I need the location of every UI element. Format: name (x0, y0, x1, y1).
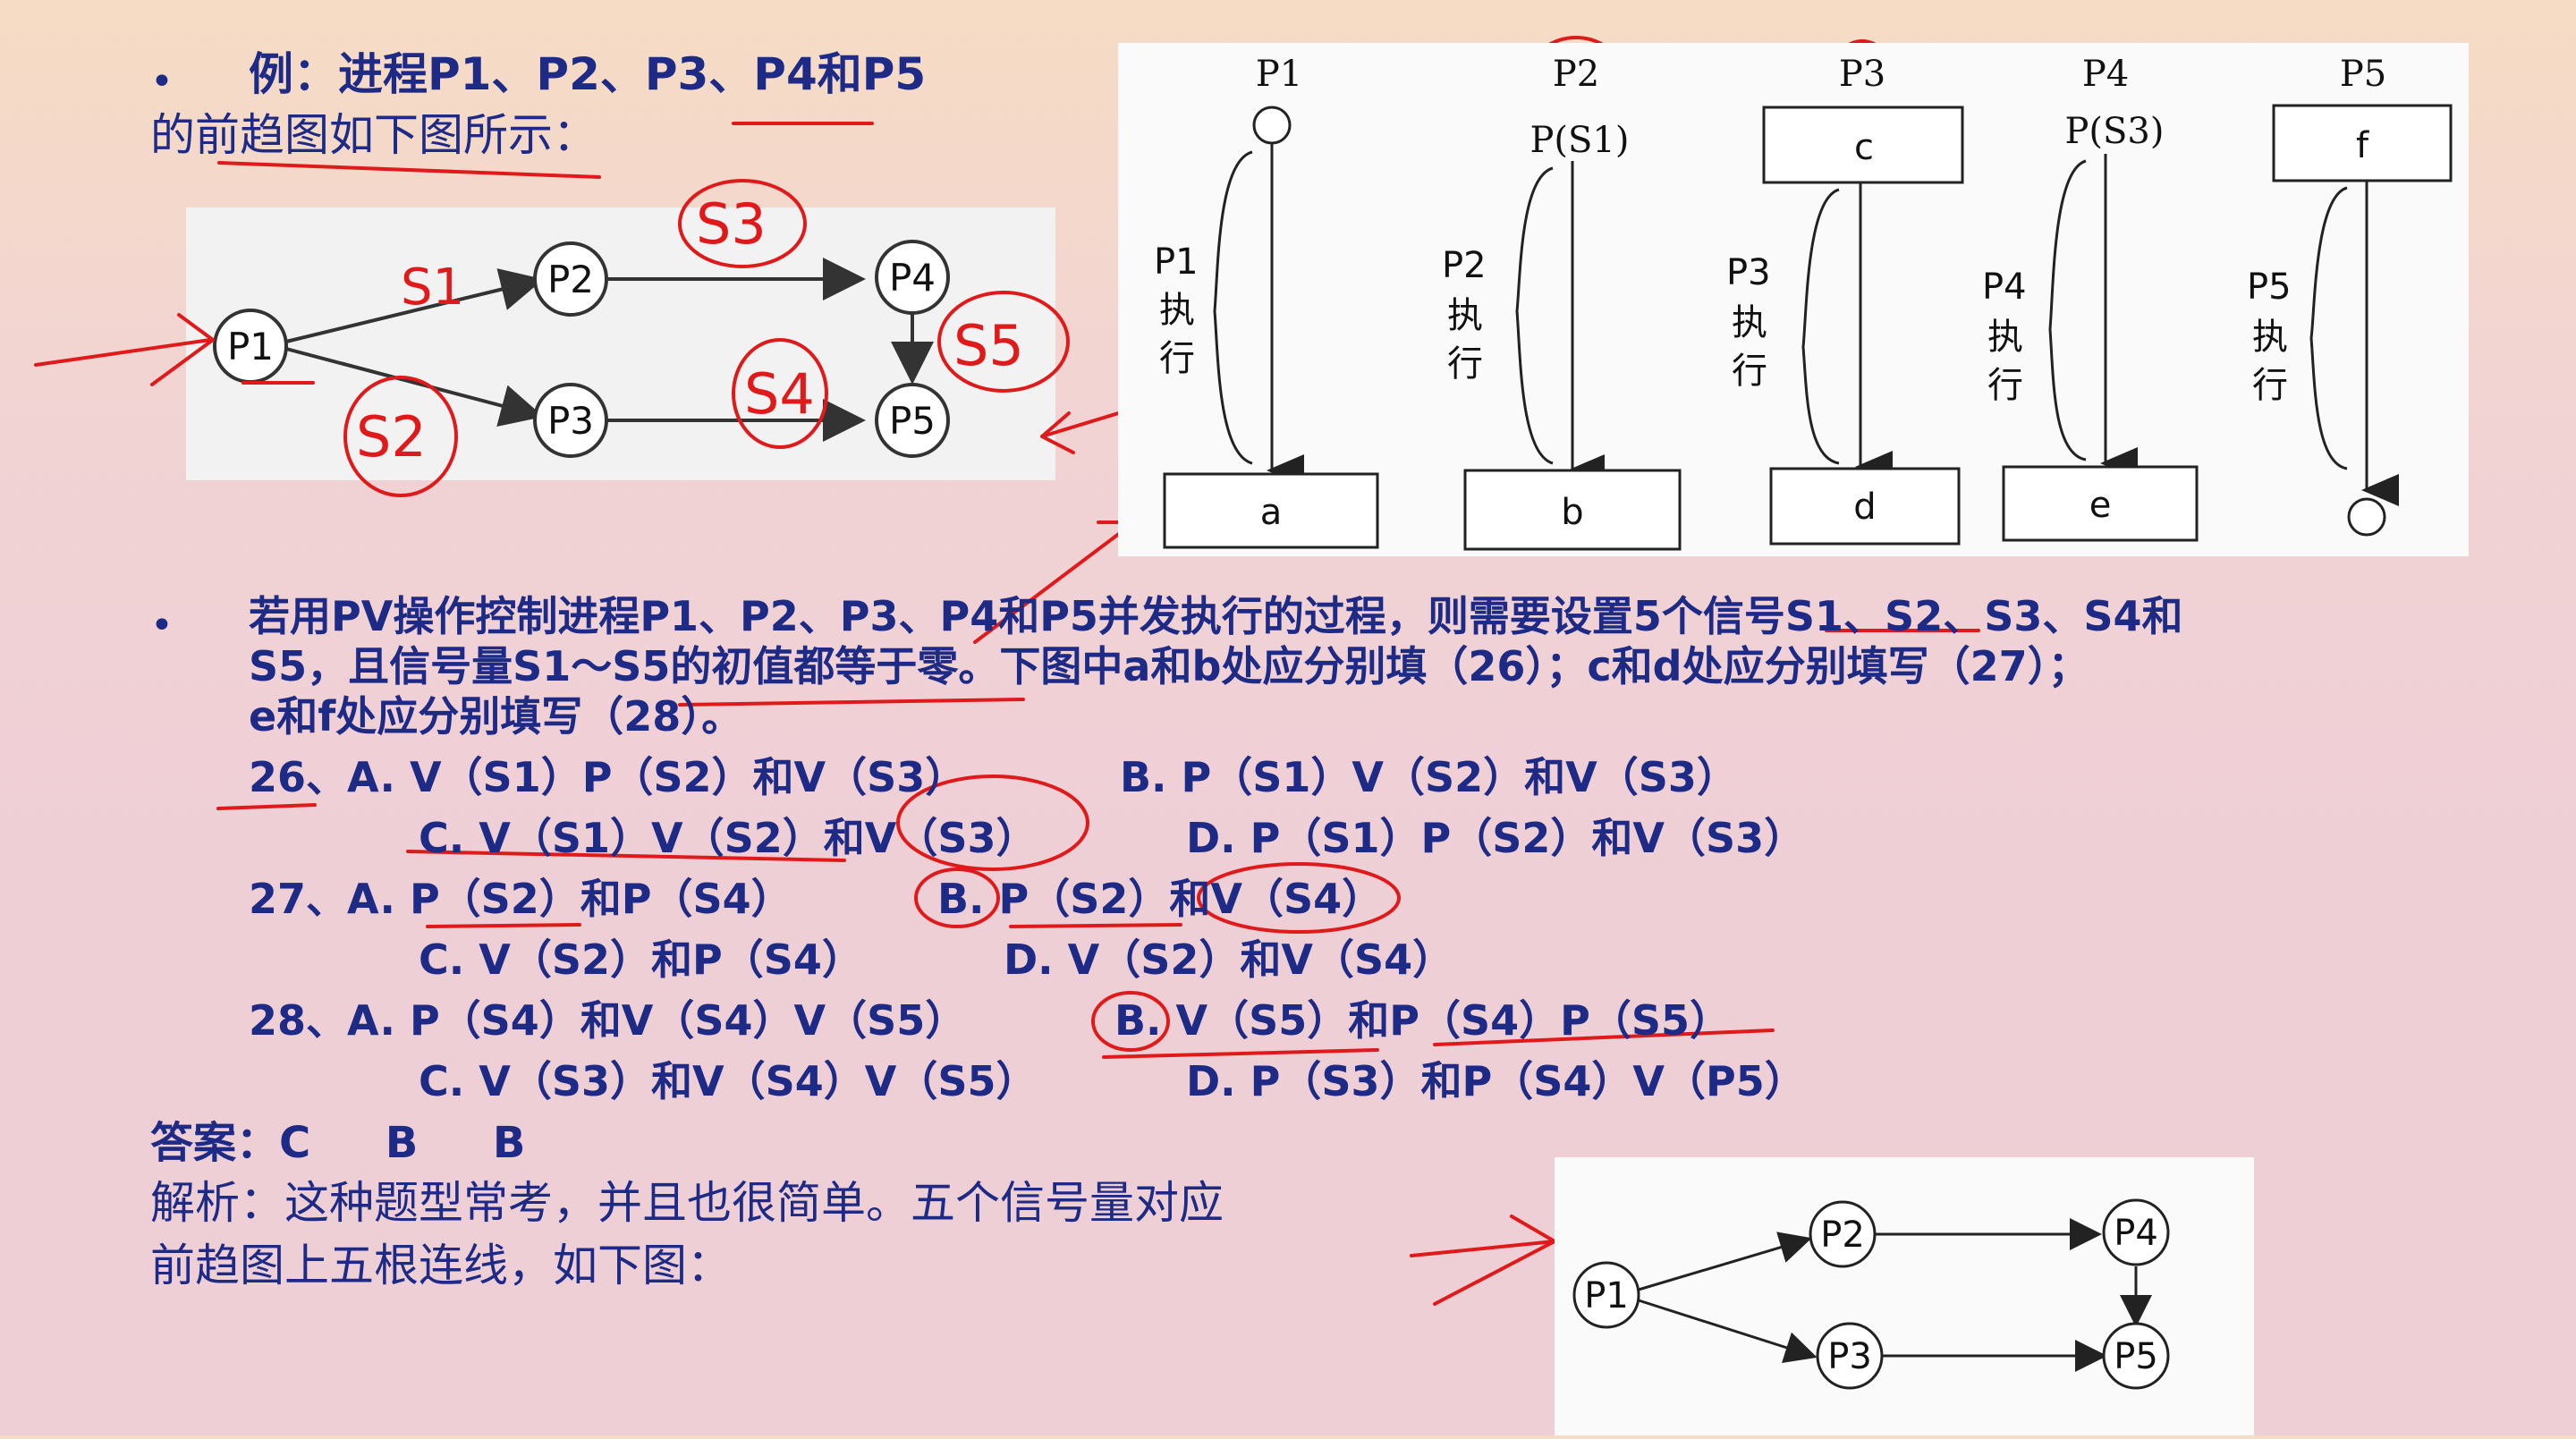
question-line-1: 若用PV操作控制进程P1、P2、P3、P4和P5并发执行的过程，则需要设置5个信… (249, 592, 2183, 640)
graph1-node-p3: P3 (533, 383, 608, 458)
solution-precedence-graph: P1 P2 P3 P4 P5 (1572, 1198, 2170, 1390)
solution-graph-panel: P1 P2 P3 P4 P5 (1555, 1157, 2254, 1435)
svg-text:P4: P4 (2114, 1213, 2158, 1254)
question-line-3: e和f处应分别填写（28）。 (249, 692, 743, 741)
svg-text:行: 行 (1732, 351, 1767, 392)
q27-option-c: C. V（S2）和P（S4） (419, 935, 863, 984)
q26-option-d: D. P（S1）P（S2）和V（S3） (1186, 814, 1806, 862)
q27-option-d: D. V（S2）和V（S4） (1004, 935, 1454, 984)
op-p-s1: P(S1) (1530, 120, 1630, 161)
box-c: c (1854, 127, 1874, 168)
header-p3: P3 (1839, 54, 1885, 95)
bullet-marker: • (150, 59, 174, 105)
box-d: d (1853, 487, 1876, 528)
svg-text:S3: S3 (696, 191, 767, 257)
svg-text:执: 执 (1987, 317, 2023, 358)
graph2-node-p4: P4 (2102, 1198, 2170, 1266)
precedence-graph-panel: P1 P2 P3 P4 P5 (186, 207, 1055, 480)
box-e: e (2089, 485, 2112, 526)
graph1-node-p5: P5 (875, 383, 950, 458)
op-p-s3: P(S3) (2065, 111, 2165, 152)
svg-text:P3: P3 (547, 399, 594, 443)
analysis-line-2: 前趋图上五根连线，如下图： (150, 1240, 732, 1291)
q26-option-b: B. P（S1）V（S2）和V（S3） (1120, 753, 1738, 801)
intro-line-2: 的前趋图如下图所示： (150, 109, 597, 161)
intro-line-1: 例：进程P1、P2、P3、P4和P5 (249, 48, 927, 100)
header-p4: P4 (2082, 54, 2129, 95)
svg-text:行: 行 (1159, 338, 1195, 379)
header-p2: P2 (1553, 54, 1599, 95)
svg-text:P5: P5 (2114, 1336, 2158, 1377)
svg-text:执: 执 (1732, 302, 1767, 343)
box-f: f (2356, 125, 2369, 166)
process-chart-panel: P1 P2 P3 P4 P5 P1 执 行 a P(S1) P2 执 行 b c… (1118, 43, 2469, 556)
q27-option-a: 27、A. P（S2）和P（S4） (249, 875, 792, 923)
q27-option-b: B. P（S2）和V（S4） (937, 875, 1384, 923)
svg-text:行: 行 (2252, 365, 2288, 406)
svg-text:S4: S4 (744, 361, 815, 427)
answer-line: 答案：C B B (150, 1118, 526, 1168)
header-p1: P1 (1256, 54, 1302, 95)
svg-text:S1: S1 (401, 258, 464, 317)
q28-option-a: 28、A. P（S4）和V（S4）V（S5） (249, 996, 967, 1045)
svg-text:P1: P1 (227, 325, 274, 368)
svg-text:行: 行 (1987, 365, 2023, 406)
svg-text:P5: P5 (889, 399, 936, 443)
svg-text:P2: P2 (1820, 1215, 1865, 1256)
precedence-graph: P1 P2 P3 P4 P5 (213, 240, 950, 458)
graph2-node-p5: P5 (2102, 1322, 2170, 1390)
svg-text:P2: P2 (1442, 245, 1487, 286)
svg-text:P4: P4 (889, 256, 936, 300)
svg-text:执: 执 (1447, 295, 1483, 336)
analysis-line-1: 解析：这种题型常考，并且也很简单。五个信号量对应 (150, 1177, 1224, 1229)
header-p5: P5 (2340, 54, 2386, 95)
graph1-node-p2: P2 (533, 241, 608, 317)
q28-option-b: B. V（S5）和P（S4）P（S5） (1114, 996, 1731, 1045)
graph2-node-p3: P3 (1816, 1322, 1884, 1390)
svg-text:P5: P5 (2247, 267, 2292, 308)
svg-text:执: 执 (1159, 290, 1195, 331)
svg-text:P1: P1 (1584, 1275, 1629, 1316)
graph2-node-p1: P1 (1572, 1261, 1640, 1329)
svg-text:S5: S5 (953, 313, 1024, 378)
q26-option-a: 26、A. V（S1）P（S2）和V（S3） (249, 753, 967, 801)
box-a: a (1260, 492, 1283, 533)
question-line-2: S5，且信号量S1～S5的初值都等于零。下图中a和b处应分别填（26）；c和d处… (249, 642, 2089, 690)
graph1-node-p4: P4 (875, 240, 950, 315)
bullet-marker: • (150, 603, 174, 648)
svg-text:P4: P4 (1982, 267, 2027, 308)
q28-option-d: D. P（S3）和P（S4）V（P5） (1186, 1057, 1806, 1105)
svg-text:P3: P3 (1827, 1336, 1872, 1377)
svg-text:P2: P2 (547, 258, 594, 301)
svg-text:P3: P3 (1726, 252, 1771, 293)
graph1-node-p1: P1 (213, 309, 288, 384)
box-b: b (1561, 492, 1583, 533)
svg-text:执: 执 (2252, 317, 2288, 358)
process-execution-chart: P1 P2 P3 P4 P5 P1 执 行 a P(S1) P2 执 行 b c… (1154, 54, 2453, 551)
svg-text:S2: S2 (356, 404, 427, 470)
svg-text:P1: P1 (1154, 241, 1199, 283)
q26-option-c: C. V（S1）V（S2）和V（S3） (419, 814, 1038, 862)
q28-option-c: C. V（S3）和V（S4）V（S5） (419, 1057, 1038, 1105)
svg-text:行: 行 (1447, 343, 1483, 385)
graph2-node-p2: P2 (1809, 1200, 1877, 1268)
